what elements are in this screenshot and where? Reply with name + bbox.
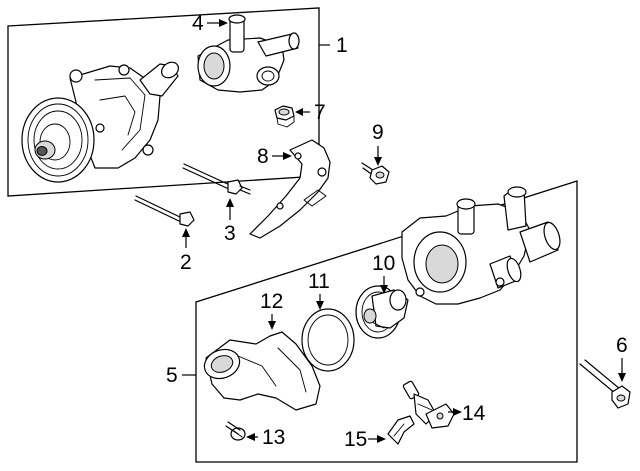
retaining-clip-icon [387,415,415,445]
callout-1: 1 [336,34,348,57]
callout-4: 4 [192,12,204,35]
water-pump-assembly-icon [21,61,179,183]
callout-13: 13 [262,426,285,449]
callout-12: 12 [260,290,283,313]
bolt-icon [579,359,631,409]
callout-9: 9 [372,121,384,144]
bracket-icon [249,139,331,239]
long-bolt-icon [134,195,195,227]
callout-6: 6 [616,334,628,357]
callout-5: 5 [166,364,178,387]
callout-14: 14 [462,402,486,425]
stud-bolt-icon [182,163,251,195]
callout-2: 2 [180,251,192,274]
callout-3: 3 [224,222,236,245]
gasket-ring-icon [301,308,355,372]
callout-7: 7 [314,101,326,124]
thermostat-icon [355,285,409,339]
nut-icon [274,105,295,128]
coolant-elbow-pipe-icon [203,331,321,411]
water-outlet-icon [197,14,300,93]
callout-11: 11 [308,270,330,293]
screw-icon [225,421,246,441]
callout-8: 8 [257,145,269,168]
temperature-sensor-icon [402,380,455,429]
short-bolt-icon [361,162,390,185]
callout-10: 10 [372,252,395,275]
thermostat-housing-assembly-icon [401,186,561,305]
callout-15: 15 [344,428,367,451]
